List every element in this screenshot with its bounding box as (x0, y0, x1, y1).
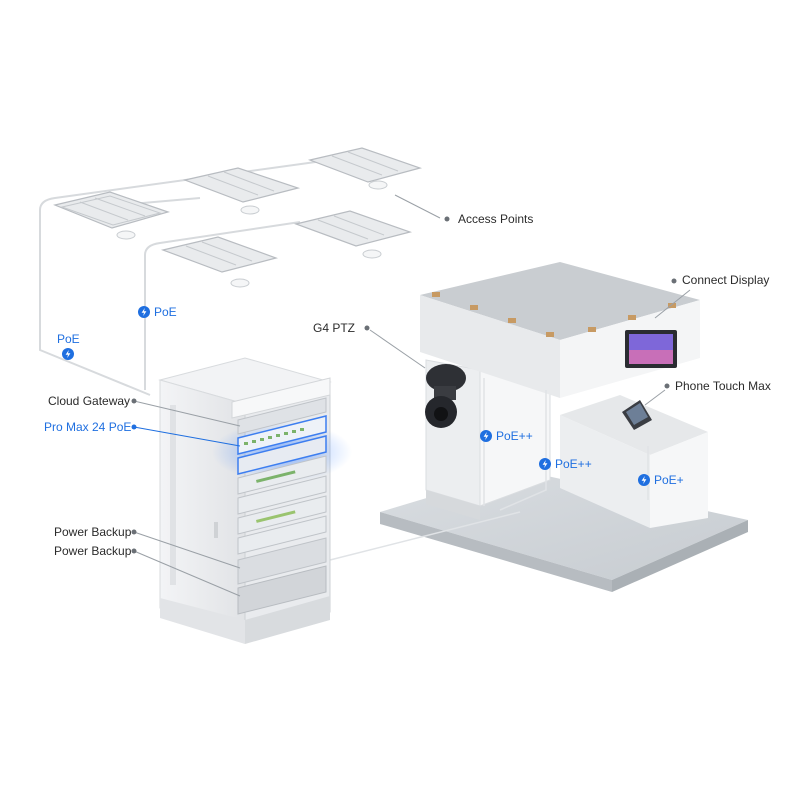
lightning-bolt-icon (539, 458, 551, 470)
label-power-backup-2: Power Backup (54, 544, 132, 558)
lightning-bolt-icon (138, 306, 150, 318)
label-pro-max-24-poe: Pro Max 24 PoE (44, 420, 132, 434)
access-points-leader (394, 194, 450, 222)
rack-units (212, 397, 352, 615)
lightning-bolt-icon (638, 474, 650, 486)
label-cloud-gateway: Cloud Gateway (48, 394, 131, 408)
access-point-2 (182, 167, 301, 215)
lightning-bolt-icon (62, 348, 75, 360)
poe-display-text: PoE++ (555, 457, 592, 471)
poe-badge-phone: PoE+ (638, 473, 684, 487)
label-connect-display: Connect Display (682, 273, 770, 287)
poe-mid-text: PoE (154, 305, 177, 319)
lightning-bolt-icon (480, 430, 492, 442)
label-access-points: Access Points (458, 212, 534, 226)
ap-cables (39, 159, 331, 396)
access-point-1 (53, 191, 170, 240)
poe-badge-camera: PoE++ (480, 429, 533, 443)
booth-structure (420, 262, 708, 528)
poe-badge-mid: PoE (138, 305, 177, 319)
connect-display (625, 278, 691, 368)
label-g4-ptz: G4 PTZ (313, 321, 356, 335)
label-phone-touch-max: Phone Touch Max (675, 379, 771, 393)
poe-phone-text: PoE+ (654, 473, 684, 487)
access-point-5 (293, 210, 413, 259)
poe-badge-left: PoE (57, 332, 80, 360)
access-point-3 (307, 147, 423, 190)
booth-cables (329, 378, 649, 561)
rack-leaders (131, 398, 241, 597)
poe-badge-display: PoE++ (539, 457, 592, 471)
phone-touch-max (622, 383, 670, 430)
access-point-4 (160, 236, 279, 288)
poe-camera-text: PoE++ (496, 429, 533, 443)
g4-ptz-camera (364, 325, 466, 428)
label-power-backup-1: Power Backup (54, 525, 132, 539)
poe-left-text: PoE (57, 332, 80, 346)
